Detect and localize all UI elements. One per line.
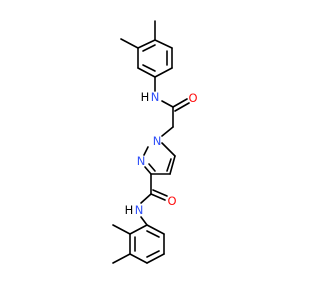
bond-methyl-top-b <box>120 38 139 49</box>
atom-label-n2-pyrazole: N <box>137 154 146 168</box>
bond-ring2-6b <box>146 230 160 238</box>
bond-ring2-4 <box>146 253 165 264</box>
bond-pyrazole-c5-c4-1 <box>169 155 176 175</box>
atom-label-h-amide-top: H <box>141 90 150 104</box>
atom-label-o-amide-bottom: O <box>167 194 176 208</box>
bond-pyrazole-n2-n1 <box>143 146 149 156</box>
bond-ring1-6 <box>137 39 156 49</box>
bond-pyrazole-c5-c4-2 <box>166 158 172 172</box>
bond-nh-ring2 <box>140 216 148 226</box>
bond-ring1-1 <box>154 39 173 49</box>
bond-ring2-3 <box>129 253 148 264</box>
bond-ch2-n1 <box>161 126 174 137</box>
bond-pyrazole-n1-c5 <box>161 142 176 157</box>
bond-nh-carbonyl-top <box>161 100 174 108</box>
bond-carbonyl-o-top-2 <box>174 102 190 112</box>
atom-labels: N H O N N N H O <box>125 90 198 217</box>
bond-ring1-6b <box>142 44 156 52</box>
bond-pyrazole-c3-n2-1 <box>144 166 152 175</box>
bond-carbonyl-o-bottom-1 <box>150 193 166 201</box>
chemical-structure-diagram: N H O N N N H O <box>112 20 198 264</box>
bond-ring2-1 <box>129 224 148 235</box>
bond-carbonyl-o-top-1 <box>172 98 188 108</box>
bond-ring1-4b <box>142 64 156 72</box>
bond-methyl-bottom-b <box>112 253 131 264</box>
bond-carbonyl-o-bottom-2 <box>152 189 168 197</box>
bond-methyl-bottom-a <box>112 224 131 235</box>
bond-pyrazole-c3-n2-2 <box>148 163 156 172</box>
bond-ring1-4 <box>137 67 156 78</box>
bond-ring2-4b <box>146 250 160 258</box>
bond-ring2-6 <box>146 224 165 235</box>
atom-label-h-amide-bottom: H <box>125 203 134 217</box>
atom-label-n-amide-bottom: N <box>135 203 144 217</box>
bonds <box>112 20 190 264</box>
bond-ring1-3 <box>154 67 173 78</box>
atom-label-n1-pyrazole: N <box>153 134 162 148</box>
atom-label-n-amide-top: N <box>151 90 160 104</box>
bond-carbonyl-nh-bottom <box>140 193 152 204</box>
atom-label-o-amide-top: O <box>188 91 197 105</box>
